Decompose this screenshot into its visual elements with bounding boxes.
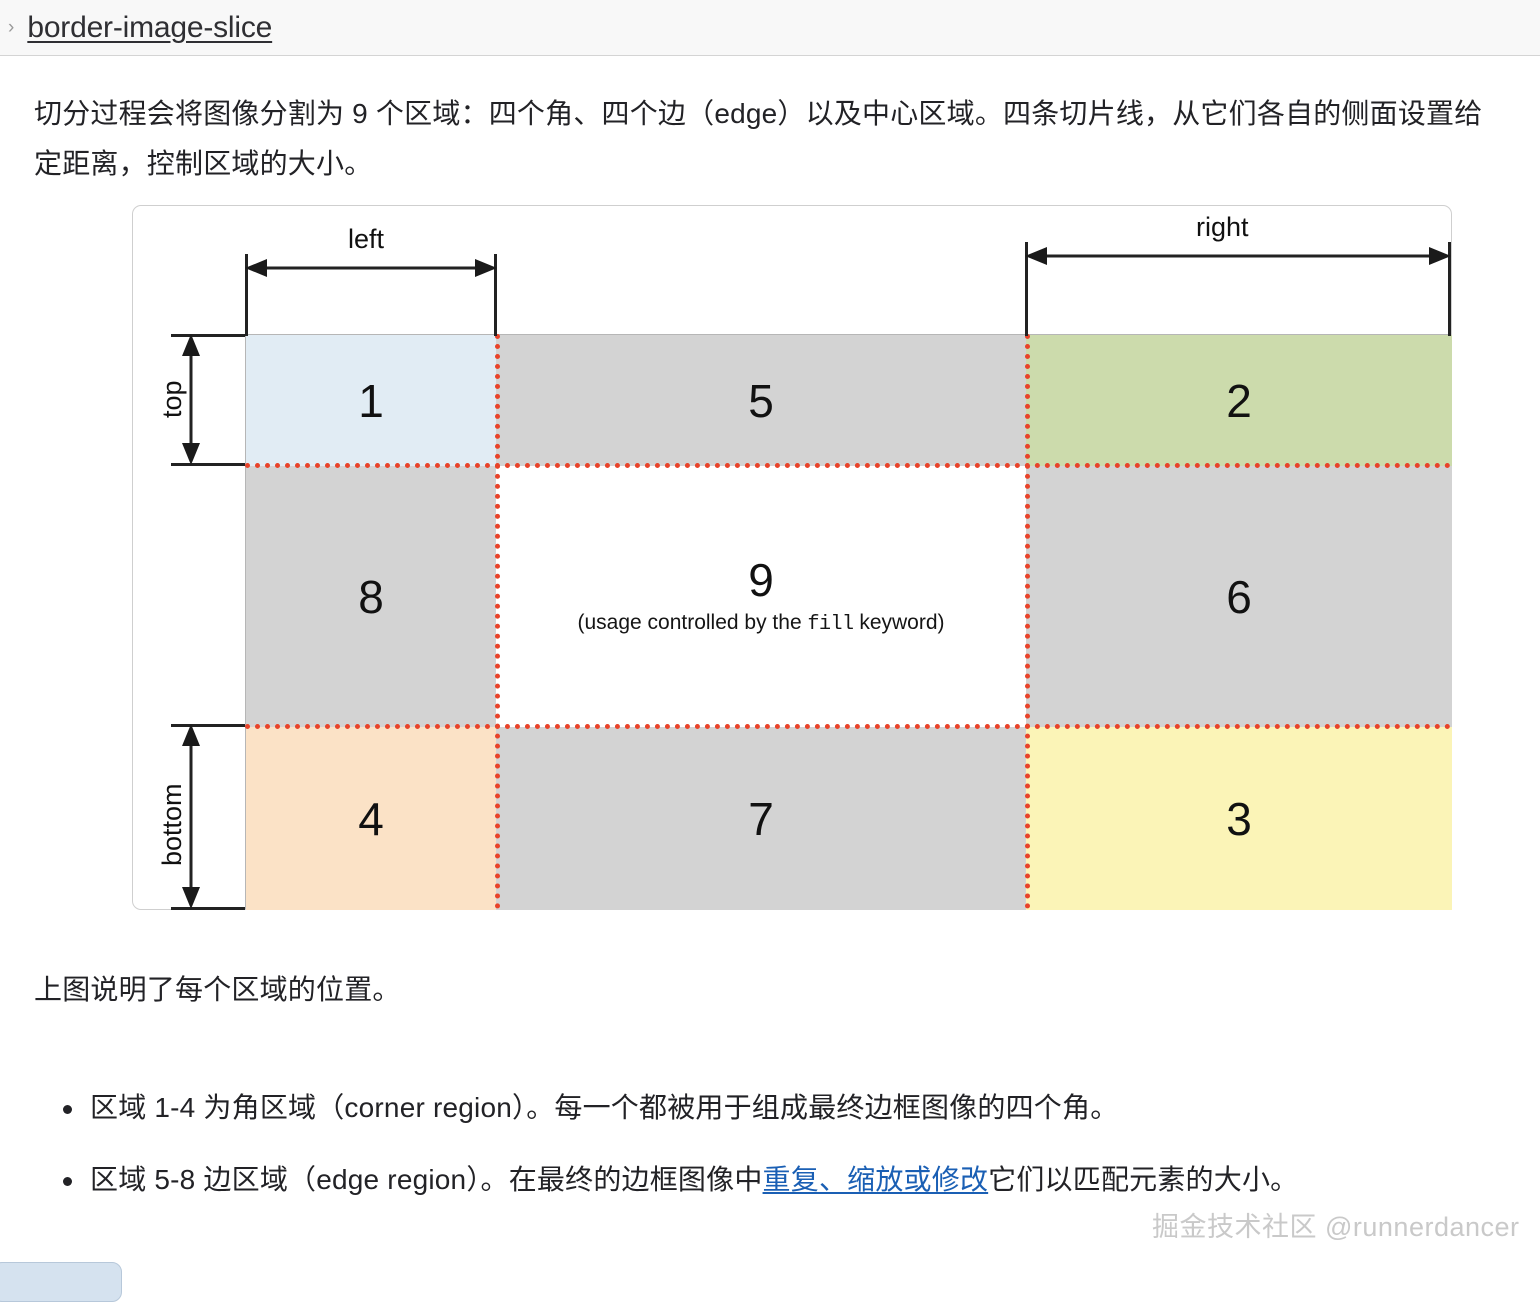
region-cell-5: 5 (496, 335, 1026, 466)
breadcrumb-header: › border-image-slice (0, 0, 1540, 56)
chevron-right-icon: › (8, 17, 15, 38)
dimension-label-left: left (348, 224, 385, 254)
list-item: 区域 1-4 为角区域（corner region）。每一个都被用于组成最终边框… (34, 1072, 1534, 1144)
dim-arrow-bottom (182, 724, 200, 909)
diagram-canvas: 1 5 2 8 9 (usage controlled by the fill … (133, 206, 1452, 910)
region-cell-4: 4 (246, 727, 496, 910)
bullet-link-repeat-scale-modify[interactable]: 重复、缩放或修改 (762, 1164, 989, 1195)
dim-tick-right-end (1448, 242, 1451, 336)
region-number: 5 (748, 374, 774, 427)
dim-tick-right-start (1025, 242, 1028, 336)
region-number: 3 (1226, 792, 1252, 845)
region-number: 6 (1226, 570, 1252, 623)
intro-paragraph: 切分过程会将图像分割为 9 个区域：四个角、四个边（edge）以及中心区域。四条… (34, 98, 1483, 179)
fill-note-suffix: keyword) (853, 611, 945, 634)
region-cell-9: 9 (usage controlled by the fill keyword) (496, 466, 1026, 727)
region-cell-6: 6 (1026, 466, 1452, 727)
region-cell-2: 2 (1026, 335, 1452, 466)
dim-arrow-left (245, 259, 497, 277)
dim-tick-left-end (494, 254, 497, 336)
bullet-text-after: 它们以匹配元素的大小。 (988, 1164, 1299, 1195)
region-number: 4 (358, 792, 384, 845)
dim-tick-bottom-end (171, 907, 245, 910)
border-image-slice-diagram: 1 5 2 8 9 (usage controlled by the fill … (132, 205, 1452, 910)
region-cell-1: 1 (246, 335, 496, 466)
dimension-label-right: right (1196, 212, 1249, 242)
region-explanation-list: 区域 1-4 为角区域（corner region）。每一个都被用于组成最终边框… (34, 1072, 1534, 1216)
region-number: 1 (358, 374, 384, 427)
region-number: 2 (1226, 374, 1252, 427)
fill-note-prefix: (usage controlled by the (577, 611, 808, 634)
list-item: 区域 5-8 边区域（edge region）。在最终的边框图像中重复、缩放或修… (34, 1144, 1534, 1216)
caption-paragraph: 上图说明了每个区域的位置。 (34, 974, 401, 1005)
region-number: 9 (748, 554, 774, 606)
dim-tick-left-start (245, 254, 248, 336)
article-content: 切分过程会将图像分割为 9 个区域：四个角、四个边（edge）以及中心区域。四条… (0, 56, 1540, 189)
fill-keyword-code: fill (807, 613, 854, 636)
region-cell-3: 3 (1026, 727, 1452, 910)
bottom-left-popup-partial[interactable] (0, 1262, 122, 1302)
region-grid: 1 5 2 8 9 (usage controlled by the fill … (245, 334, 1452, 910)
fill-keyword-note: (usage controlled by the fill keyword) (577, 611, 944, 636)
dim-arrow-right (1025, 247, 1451, 265)
breadcrumb-link-border-image-slice[interactable]: border-image-slice (27, 10, 273, 44)
dim-tick-top-start (171, 334, 245, 337)
dim-tick-bottom-start (171, 724, 245, 727)
region-number: 8 (358, 570, 384, 623)
bullet-text-before: 区域 1-4 为角区域（corner region）。每一个都被用于组成最终边框… (90, 1092, 1119, 1123)
region-cell-7: 7 (496, 727, 1026, 910)
bullet-text-before: 区域 5-8 边区域（edge region）。在最终的边框图像中 (90, 1164, 763, 1195)
dim-arrow-top (182, 334, 200, 465)
region-cell-8: 8 (246, 466, 496, 727)
region-number: 7 (748, 792, 774, 845)
dim-tick-top-end (171, 463, 245, 466)
